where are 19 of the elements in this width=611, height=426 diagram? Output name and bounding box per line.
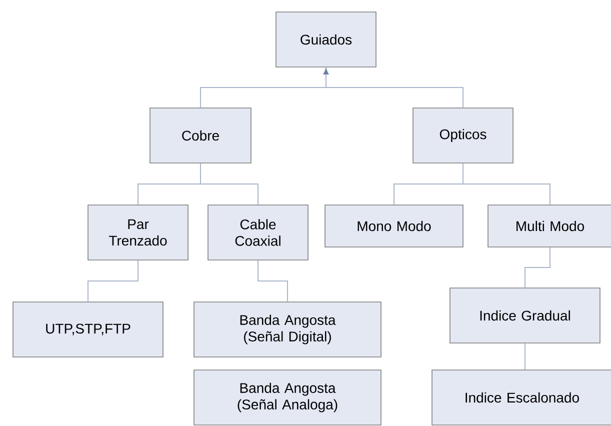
connector: [258, 260, 288, 302]
connector: [323, 68, 464, 108]
box: Banda Angosta (Señal Digital): [194, 302, 382, 358]
connector: [200, 162, 258, 206]
connector: [462, 162, 550, 206]
box: Mono Modo: [324, 204, 464, 248]
box: Cable Coaxial: [208, 204, 308, 260]
box: Multi Modo: [488, 204, 611, 248]
box: Indice Gradual: [450, 288, 600, 344]
box: Guiados: [276, 12, 376, 68]
connector: [524, 342, 526, 370]
box: Banda Angosta (Señal Analoga): [194, 370, 382, 426]
box: Cobre: [150, 108, 252, 164]
connector: [88, 260, 138, 302]
connector: [524, 246, 550, 288]
box: Par Trenzado: [88, 204, 188, 260]
box: UTP,STP,FTP: [12, 302, 164, 358]
box: Indice Escalonado: [432, 370, 611, 426]
box: Opticos: [412, 108, 514, 164]
